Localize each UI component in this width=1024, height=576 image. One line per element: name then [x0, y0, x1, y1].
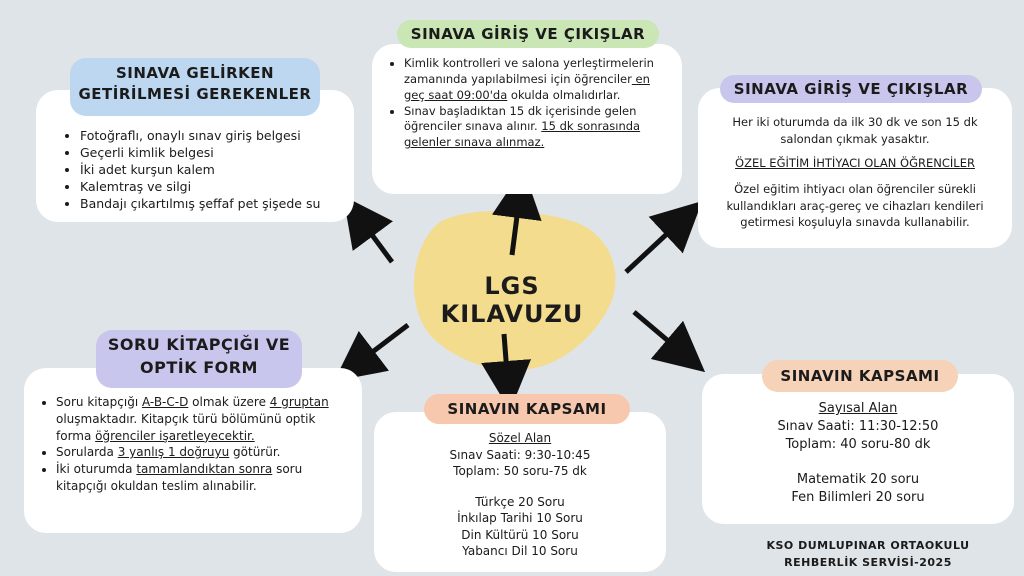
arrow-up-left-icon: [343, 195, 395, 264]
entry-exit-label: SINAVA GİRİŞ VE ÇIKIŞLAR: [397, 20, 659, 48]
rules-card: Her iki oturumda da ilk 30 dk ve son 15 …: [698, 88, 1012, 248]
rules-text: Her iki oturumda da ilk 30 dk ve son 15 …: [732, 115, 978, 146]
list-item: Geçerli kimlik belgesi: [80, 145, 342, 162]
items-to-bring-label: SINAVA GELİRKEN GETİRİLMESİ GEREKENLER: [70, 58, 320, 116]
item-text: İki oturumda: [56, 462, 137, 477]
item-emphasis: tamamlandıktan sonra: [136, 462, 273, 477]
center-blob: [413, 211, 616, 371]
label-line: GETİRİLMESİ GEREKENLER: [78, 85, 312, 104]
item-emphasis: A-B-C-D: [141, 395, 189, 409]
special-needs-heading: ÖZEL EĞİTİM İHTİYACI OLAN ÖĞRENCİLER: [735, 156, 975, 171]
item-text: Sorularda: [56, 445, 118, 460]
item-text: soru kitapçığı okuldan teslim alınabilir…: [56, 462, 303, 493]
item-emphasis: 3 yanlış 1 doğruyu: [117, 445, 230, 460]
special-needs-text: Özel eğitim ihtiyacı olan öğrenciler sür…: [726, 182, 984, 230]
numeric-time: Sınav Saati: 11:30-12:50: [777, 419, 939, 435]
booklet-form-card: Soru kitapçığı A-B-C-D olmak üzere 4 gru…: [24, 368, 362, 533]
center-title: LGS KILAVUZU: [440, 272, 584, 328]
booklet-form-label: SORU KİTAPÇIĞI VE OPTİK FORM: [96, 330, 302, 388]
item-emphasis: en geç saat 09:00'da: [404, 71, 650, 102]
item-text: oluşmaktadır. Kitapçık türü bölümünü opt…: [56, 411, 316, 443]
list-item: Fotoğraflı, onaylı sınav giriş belgesi: [80, 128, 342, 145]
item-emphasis: 4 gruptan: [269, 395, 329, 409]
label-line: SINAVA GELİRKEN: [115, 64, 275, 82]
item-text: Kimlik kontrolleri ve salona yerleştirme…: [404, 56, 654, 86]
list-item: Bandajı çıkartılmış şeffaf pet şişede su: [80, 196, 342, 213]
numeric-scope-card: Sayısal Alan Sınav Saati: 11:30-12:50 To…: [702, 374, 1014, 524]
arrow-down-right-icon: [632, 310, 706, 373]
rules-label: SINAVA GİRİŞ VE ÇIKIŞLAR: [720, 75, 982, 103]
service-name: REHBERLİK SERVİSİ-2025: [784, 555, 952, 569]
list-item: Kalemtraş ve silgi: [80, 179, 342, 196]
list-item: Kimlik kontrolleri ve salona yerleştirme…: [404, 56, 668, 104]
school-name: KSO DUMLUPINAR ORTAOKULU: [766, 539, 970, 552]
item-text: olmak üzere: [188, 395, 270, 409]
verbal-heading: Sözel Alan: [488, 431, 552, 445]
list-item: İki adet kurşun kalem: [80, 162, 342, 179]
subject-item: İnkılap Tarihi 10 Soru: [457, 511, 583, 526]
item-text: Soru kitapçığı: [56, 395, 142, 409]
verbal-scope-card: Sözel Alan Sınav Saati: 9:30-10:45 Topla…: [374, 412, 666, 572]
list-item: Sorularda 3 yanlış 1 doğruyu götürür.: [56, 444, 350, 461]
numeric-heading: Sayısal Alan: [818, 401, 898, 416]
list-item: İki oturumda tamamlandıktan sonra soru k…: [56, 461, 350, 495]
subject-item: Din Kültürü 10 Soru: [461, 527, 579, 542]
numeric-scope-label: SINAVIN KAPSAMI: [762, 360, 958, 392]
arrow-up-icon: [492, 168, 542, 256]
items-to-bring-list: Fotoğraflı, onaylı sınav giriş belgesi G…: [62, 128, 342, 212]
booklet-form-list: Soru kitapçığı A-B-C-D olmak üzere 4 gru…: [38, 394, 350, 495]
label-line: OPTİK FORM: [140, 358, 258, 378]
arrow-down-icon: [481, 333, 532, 411]
subject-item: Yabancı Dil 10 Soru: [462, 544, 578, 559]
item-text: Sınav başladıktan 15 dk içerisinde gelen…: [404, 103, 637, 134]
item-emphasis: 15 dk sonrasında gelenler sınava alınmaz…: [404, 119, 641, 150]
subject-item: Fen Bilimleri 20 soru: [791, 489, 925, 505]
item-emphasis: öğrenciler işaretleyecektir.: [95, 428, 255, 443]
verbal-time: Sınav Saati: 9:30-10:45: [449, 447, 591, 462]
footer: KSO DUMLUPINAR ORTAOKULU REHBERLİK SERVİ…: [736, 538, 1000, 571]
subject-item: Türkçe 20 Soru: [475, 494, 565, 509]
entry-exit-card: Kimlik kontrolleri ve salona yerleştirme…: [372, 44, 682, 194]
item-text: götürür.: [229, 445, 281, 460]
arrow-down-left-icon: [334, 323, 410, 382]
numeric-total: Toplam: 40 soru-80 dk: [785, 437, 931, 453]
item-text: okulda olmalıdırlar.: [507, 87, 621, 102]
arrow-up-right-icon: [624, 200, 703, 274]
label-line: SORU KİTAPÇIĞI VE: [107, 335, 291, 354]
verbal-total: Toplam: 50 soru-75 dk: [453, 464, 587, 479]
entry-exit-list: Kimlik kontrolleri ve salona yerleştirme…: [386, 56, 668, 151]
list-item: Soru kitapçığı A-B-C-D olmak üzere 4 gru…: [56, 394, 350, 444]
verbal-scope-label: SINAVIN KAPSAMI: [424, 394, 630, 424]
list-item: Sınav başladıktan 15 dk içerisinde gelen…: [404, 104, 668, 152]
subject-item: Matematik 20 soru: [796, 471, 920, 487]
